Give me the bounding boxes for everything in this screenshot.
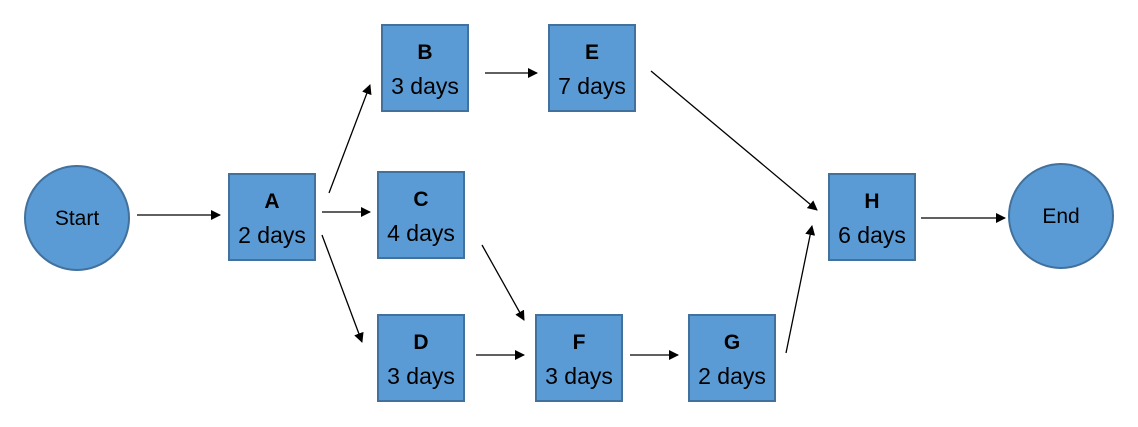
node-start: Start <box>24 165 130 271</box>
edges-layer <box>137 68 1006 360</box>
task-c-box <box>377 171 465 259</box>
node-a: A 2 days <box>228 173 316 261</box>
arrow-a-to-b <box>328 84 372 194</box>
node-b: B 3 days <box>381 24 469 112</box>
end-label: End <box>1042 205 1079 228</box>
task-h-title: H <box>864 190 879 213</box>
end-circle <box>1008 163 1114 269</box>
task-h-box <box>828 173 916 261</box>
start-label: Start <box>55 207 100 230</box>
task-e-title: E <box>585 41 599 64</box>
task-c-title: C <box>413 188 428 211</box>
task-a-box <box>228 173 316 261</box>
task-d-duration: 3 days <box>387 363 455 389</box>
arrow-c-to-f <box>481 244 525 321</box>
task-b-duration: 3 days <box>391 73 459 99</box>
task-e-box <box>548 24 636 112</box>
task-d-box <box>377 314 465 402</box>
node-f: F 3 days <box>535 314 623 402</box>
task-e-duration: 7 days <box>558 73 626 99</box>
task-f-title: F <box>573 331 586 354</box>
task-h-duration: 6 days <box>838 222 906 248</box>
arrow-g-to-h <box>785 225 816 354</box>
task-g-duration: 2 days <box>698 363 766 389</box>
arrow-e-to-h <box>650 70 818 211</box>
task-a-duration: 2 days <box>238 222 306 248</box>
task-g-title: G <box>724 331 740 354</box>
task-d-title: D <box>413 331 428 354</box>
node-g: G 2 days <box>688 314 776 402</box>
task-b-title: B <box>417 41 432 64</box>
start-circle <box>24 165 130 271</box>
task-c-duration: 4 days <box>387 220 455 246</box>
task-a-title: A <box>264 190 279 213</box>
node-c: C 4 days <box>377 171 465 259</box>
task-f-duration: 3 days <box>545 363 613 389</box>
task-g-box <box>688 314 776 402</box>
node-d: D 3 days <box>377 314 465 402</box>
node-h: H 6 days <box>828 173 916 261</box>
arrow-a-to-d <box>321 234 364 343</box>
node-end: End <box>1008 163 1114 269</box>
node-e: E 7 days <box>548 24 636 112</box>
task-b-box <box>381 24 469 112</box>
task-f-box <box>535 314 623 402</box>
